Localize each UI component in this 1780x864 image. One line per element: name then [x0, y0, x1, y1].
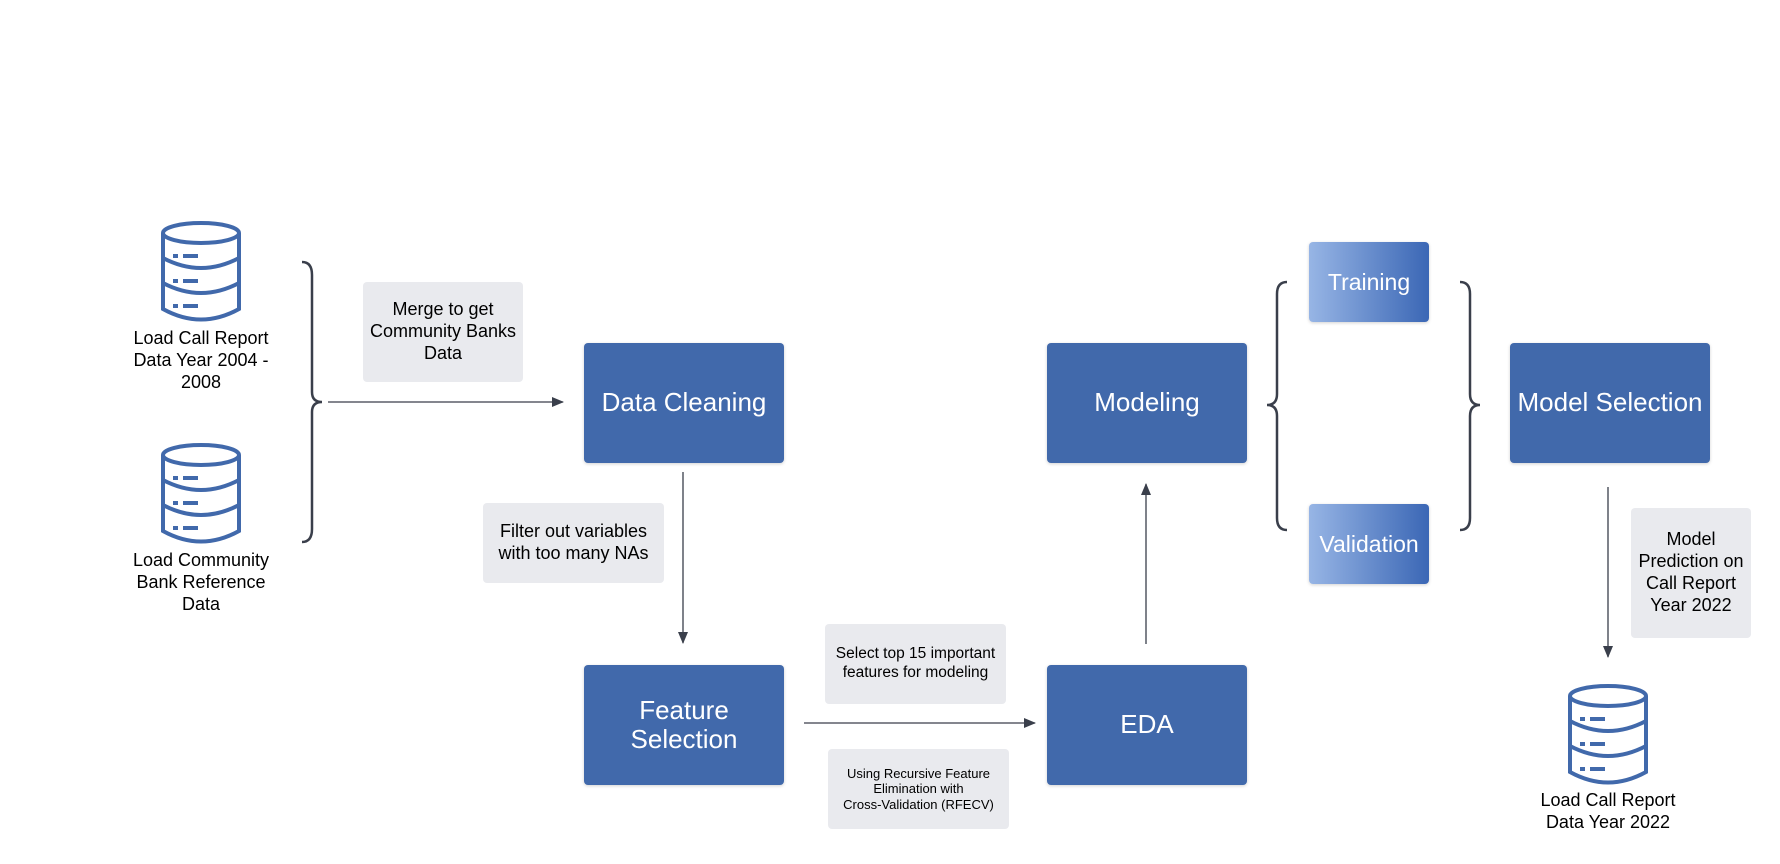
training-step[interactable]: Training [1309, 242, 1429, 322]
eda-step[interactable]: EDA [1047, 665, 1247, 785]
community-bank-source-label: Load Community Bank Reference Data [132, 550, 270, 614]
merge-note: Merge to get Community Banks Data [363, 282, 523, 382]
database-icon [161, 221, 241, 322]
rfecv-note: Using Recursive Feature Elimination with… [828, 749, 1009, 829]
validation-step[interactable]: Validation [1309, 504, 1429, 584]
modeling-step[interactable]: Modeling [1047, 343, 1247, 463]
model-selection-step[interactable]: Model Selection [1510, 343, 1710, 463]
feature-selection-step[interactable]: Feature Selection [584, 665, 784, 785]
select-top-features-note: Select top 15 important features for mod… [825, 624, 1006, 704]
training-validation-close-brace [1459, 280, 1481, 532]
database-icon [1568, 684, 1648, 785]
call-report-2022-label: Load Call Report Data Year 2022 [1540, 790, 1676, 832]
training-validation-open-brace [1266, 280, 1288, 532]
database-icon [161, 443, 241, 544]
filter-note: Filter out variables with too many NAs [483, 503, 664, 583]
sources-brace [301, 260, 323, 544]
data-cleaning-step[interactable]: Data Cleaning [584, 343, 784, 463]
call-report-source-label: Load Call Report Data Year 2004 - 2008 [133, 328, 269, 392]
prediction-note: Model Prediction on Call Report Year 202… [1631, 508, 1751, 638]
